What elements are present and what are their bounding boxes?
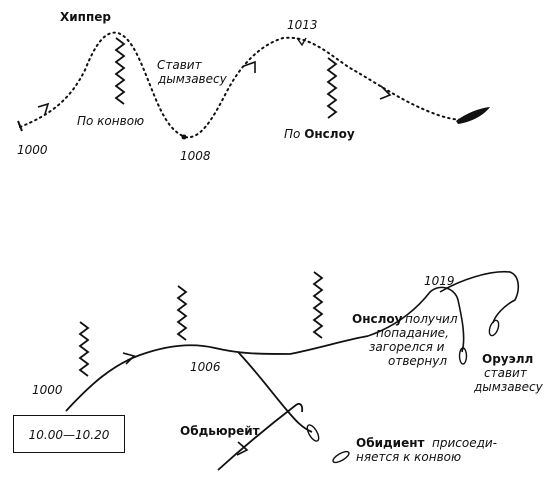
obedient-ship-2 — [332, 450, 350, 464]
onslow-ship-outline — [458, 347, 468, 365]
time-range-label: 10.00—10.20 — [28, 428, 110, 442]
track-arrow-3 — [379, 85, 392, 100]
gunfire-zigzag-1 — [114, 37, 126, 105]
obedient-label: Обидиент — [356, 436, 425, 450]
escort-track — [65, 335, 369, 412]
track-arrow-4 — [296, 37, 307, 47]
onslow-note-3: загорелся и — [369, 340, 445, 354]
hipper-ship — [456, 107, 490, 124]
to-onslow-ship: Онслоу — [304, 127, 355, 141]
time-range-box: 10.00—10.20 — [13, 415, 125, 453]
gunfire-zigzag-2 — [326, 57, 338, 119]
orwell-loop — [439, 270, 520, 324]
time-1019: 1019 — [424, 274, 455, 288]
to-convoy-label: По конвою — [77, 114, 145, 128]
obedient-track — [237, 351, 313, 433]
orwell-label: Оруэлл — [482, 352, 534, 366]
orwell-note-1: ставит — [484, 366, 527, 380]
track-start-marker — [17, 120, 23, 132]
to-onslow-label: По Онслоу — [284, 127, 355, 141]
onslow-note-4: отвернул — [388, 354, 448, 368]
gunfire-zigzag-5 — [312, 271, 324, 339]
point-1008 — [181, 134, 187, 140]
time-1006: 1006 — [190, 360, 221, 374]
onslow-loop — [367, 286, 465, 353]
onslow-note-1: получил — [405, 312, 458, 326]
time-1013: 1013 — [287, 18, 318, 32]
hipper-label: Хиппер — [60, 10, 111, 24]
obdurate-label: Обдьюрейт — [180, 424, 260, 438]
gunfire-zigzag-3 — [78, 321, 90, 377]
onslow-label: Онслоу — [352, 312, 403, 326]
sets-smoke-line-2: дымзавесу — [158, 72, 227, 86]
time-1000-top: 1000 — [17, 143, 48, 157]
to-onslow-prefix: По — [284, 127, 305, 141]
gunfire-zigzag-4 — [176, 285, 188, 341]
onslow-note-2: попадание, — [376, 326, 449, 340]
time-1008: 1008 — [180, 149, 211, 163]
obdurate-arrow — [236, 441, 249, 456]
track-arrow-2 — [243, 60, 256, 73]
obedient-ship-1 — [306, 424, 320, 442]
sets-smoke-line-1: Ставит — [157, 58, 202, 72]
time-1000-bottom: 1000 — [32, 383, 63, 397]
escort-arrow — [122, 352, 136, 365]
track-arrow-1 — [37, 102, 50, 115]
obedient-note-1: присоеди- — [432, 436, 498, 450]
obdurate-track — [217, 402, 304, 471]
obedient-note-2: няется к конвою — [356, 450, 462, 464]
orwell-note-2: дымзавесу — [474, 380, 543, 394]
orwell-ship-outline — [488, 319, 500, 337]
